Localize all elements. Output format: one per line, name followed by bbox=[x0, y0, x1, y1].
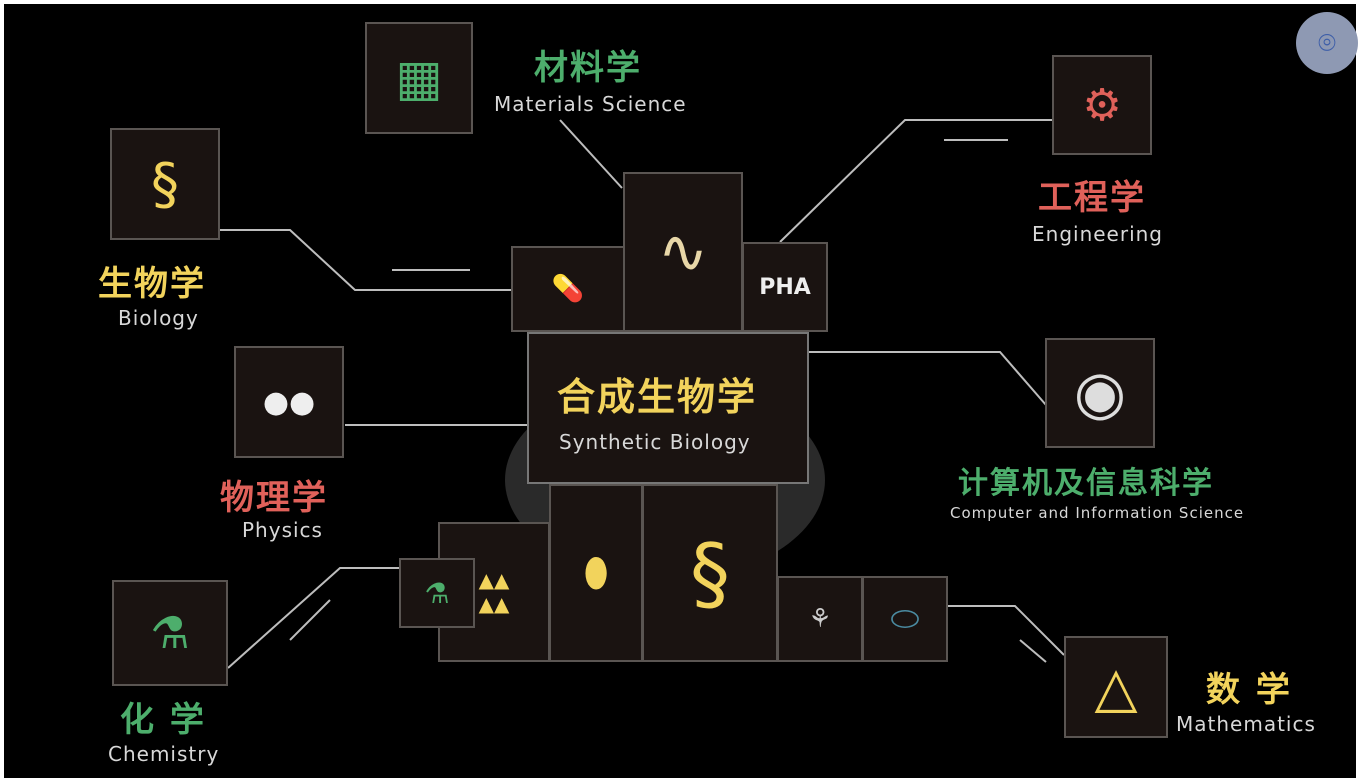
triangles-icon: ▲▲▲▲ bbox=[478, 568, 510, 616]
chemistry-tile: ⚗ bbox=[112, 580, 228, 686]
engineering-en: Engineering bbox=[1032, 222, 1163, 246]
scan-icon: ⌾ bbox=[1318, 25, 1336, 61]
biology-en: Biology bbox=[118, 306, 199, 330]
biology-tile: § bbox=[110, 128, 220, 240]
robot-arm-icon: ⚙ bbox=[1082, 79, 1122, 131]
chemistry-zh: 化 学 bbox=[120, 700, 206, 740]
computer-zh: 计算机及信息科学 bbox=[958, 466, 1214, 501]
pha-label: PHA bbox=[759, 274, 811, 300]
strand-icon: ∿ bbox=[657, 217, 709, 287]
pills-tile: 💊 bbox=[511, 246, 625, 332]
physics-en: Physics bbox=[242, 518, 323, 542]
disc-icon: ◉ bbox=[1073, 358, 1127, 428]
sprout-icon: ⚘ bbox=[808, 604, 832, 634]
blocks-icon: ▦ bbox=[395, 49, 443, 107]
screenshot-lens-button[interactable]: ⌾ bbox=[1296, 12, 1358, 74]
computer-tile: ◉ bbox=[1045, 338, 1155, 448]
capsule-icon: ⬮ bbox=[583, 550, 609, 596]
sprout-tile: ⚘ bbox=[777, 576, 863, 662]
flask-icon: ⚗ bbox=[424, 576, 450, 610]
flask-icon: ⚗ bbox=[150, 607, 190, 659]
computer-en: Computer and Information Science bbox=[950, 504, 1245, 522]
center-box: 合成生物学 Synthetic Biology bbox=[527, 332, 809, 484]
flask-tile: ⚗ bbox=[399, 558, 475, 628]
dna-icon: § bbox=[690, 526, 730, 620]
physics-tile: ●● bbox=[234, 346, 344, 458]
engineering-zh: 工程学 bbox=[1038, 178, 1146, 218]
strand-tile: ∿ bbox=[623, 172, 743, 332]
dna-icon: § bbox=[151, 151, 179, 217]
physics-zh: 物理学 bbox=[220, 478, 328, 518]
petri-dish-icon: ⬭ bbox=[890, 599, 920, 639]
center-title-en: Synthetic Biology bbox=[559, 430, 751, 454]
dna-tile: § bbox=[642, 484, 778, 662]
biology-zh: 生物学 bbox=[98, 264, 206, 304]
materials-tile: ▦ bbox=[365, 22, 473, 134]
pha-tile: PHA bbox=[742, 242, 828, 332]
center-title-zh: 合成生物学 bbox=[557, 375, 758, 419]
math-en: Mathematics bbox=[1176, 712, 1316, 736]
pendulum-icon: ●● bbox=[262, 384, 316, 420]
set-square-icon: △ bbox=[1094, 654, 1138, 720]
chemistry-en: Chemistry bbox=[108, 742, 220, 766]
math-tile: △ bbox=[1064, 636, 1168, 738]
capsule-tile: ⬮ bbox=[549, 484, 643, 662]
engineering-tile: ⚙ bbox=[1052, 55, 1152, 155]
materials-en: Materials Science bbox=[494, 92, 687, 116]
pill-icon: 💊 bbox=[551, 274, 585, 304]
math-zh: 数 学 bbox=[1206, 670, 1292, 710]
petri-tile: ⬭ bbox=[862, 576, 948, 662]
materials-zh: 材料学 bbox=[534, 48, 642, 88]
